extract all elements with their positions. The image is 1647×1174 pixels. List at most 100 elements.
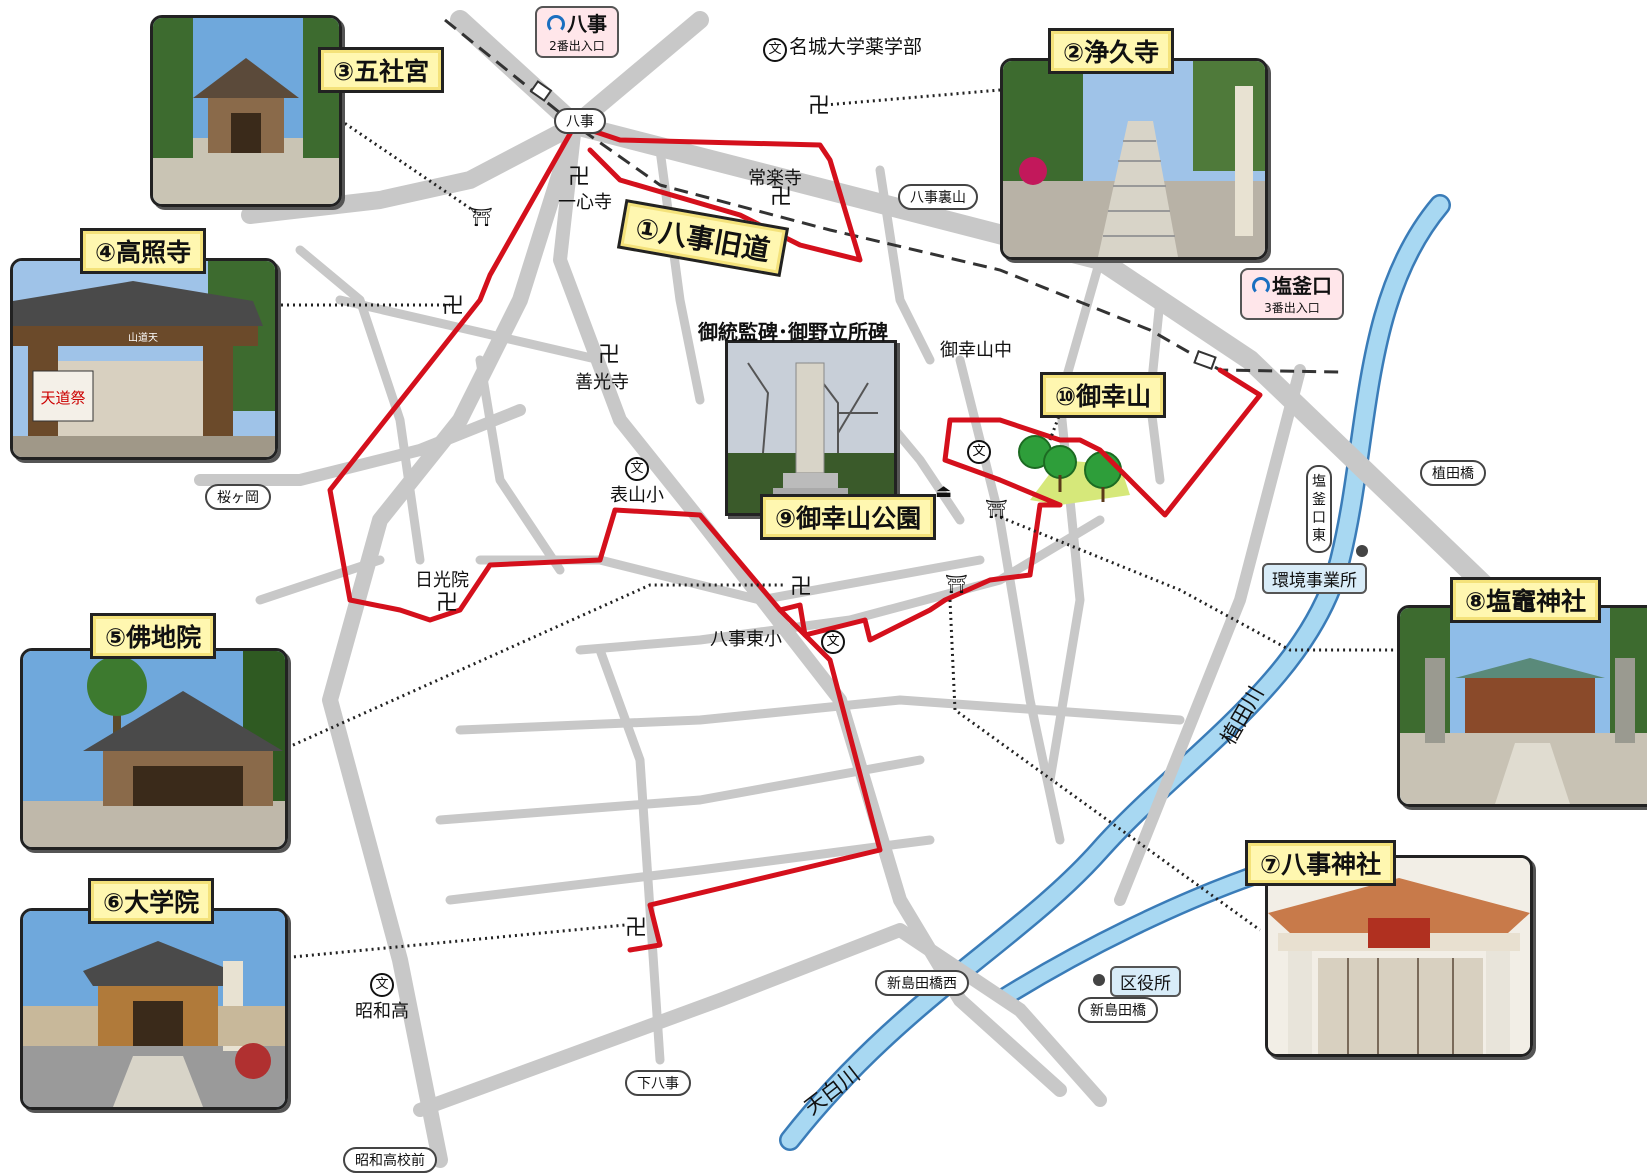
- jokuji-stairs-image: [1003, 61, 1265, 257]
- school-showa: 文 昭和高: [355, 972, 409, 1023]
- subway-line: [444, 18, 1341, 374]
- tempaku-branch: [996, 862, 1273, 1007]
- photo-yagoto-jinja: [1265, 855, 1533, 1057]
- photo-daigakuin: [20, 908, 288, 1110]
- spot-tag-koshoji: ④高照寺: [80, 228, 207, 274]
- spot-tag-yagoto-jinja: ⑦八事神社: [1245, 840, 1397, 886]
- temple-nikkoin-label: 日光院: [415, 570, 469, 591]
- temple-isshinji-icon: 卍: [568, 165, 590, 190]
- subway-dashed-line: [444, 18, 1341, 374]
- walking-route: [327, 122, 1263, 643]
- temple-butchiin-icon: 卍: [790, 575, 812, 600]
- street-f: [435, 755, 925, 825]
- road-sakuragaoka: [194, 404, 526, 486]
- yagoto-shrine-image: [1268, 858, 1530, 1054]
- roads: [194, 10, 1510, 1168]
- spot-tag-butchiin: ⑤佛地院: [90, 613, 217, 659]
- monument-icon: ⏏: [935, 481, 952, 502]
- school-meijo-pharmacy: 文名城大学薬学部: [763, 32, 922, 62]
- spot-tag-daigakuin: ⑥大学院: [88, 878, 215, 924]
- road-south-arterial: [413, 923, 1107, 1117]
- school-showa-name: 昭和高: [355, 1001, 409, 1022]
- kankyo-location-dot: [1356, 545, 1368, 557]
- intersection-yagoto-urayama: 八事裏山: [898, 184, 978, 210]
- intersection-shinshimadabashi-nishi: 新島田橋西: [875, 970, 969, 996]
- leader-daigakuin: [281, 923, 626, 960]
- street-a: [335, 295, 605, 365]
- shiogamaguchi-station-mark: [1193, 350, 1217, 370]
- photo-jokuji: [1000, 58, 1268, 260]
- facility-kankyo: 環境事業所: [1262, 563, 1367, 594]
- photo-butchiin: [20, 648, 288, 850]
- butchiin-temple-image: [23, 651, 285, 847]
- street-p: [255, 555, 385, 605]
- temple-koshoji-icon: 卍: [442, 294, 464, 319]
- kuyakusho-location-dot: [1093, 974, 1105, 986]
- monument-label: 御統監碑･御野立所碑: [698, 320, 888, 344]
- street-b: [295, 245, 425, 565]
- school-miyukiyama-chu: 御幸山中: [940, 336, 1012, 362]
- walking-route-south: [627, 607, 883, 953]
- school-yagoto-higashi-icon: 文: [821, 630, 845, 654]
- shiogama-shrine-image: [1400, 608, 1647, 804]
- walking-route-north: [572, 122, 863, 263]
- spot-tag-jokuji: ②浄久寺: [1048, 28, 1175, 74]
- gate-plaque-text: 山道天: [128, 331, 158, 344]
- tenchisai-sign-text: 天道祭: [40, 389, 85, 407]
- leader-jokuji: [824, 88, 1001, 107]
- tree: [1084, 451, 1122, 489]
- tree: [1043, 445, 1077, 479]
- photo-koshoji: 天道祭 山道天: [10, 258, 278, 460]
- street-c: [475, 555, 985, 605]
- yagoto-station-exit: 2番出入口: [549, 39, 605, 53]
- road-main-northwest: [241, 11, 709, 224]
- temple-jorakuji-icon: 卍: [770, 185, 792, 210]
- shiogamaguchi-station-label[interactable]: 塩釜口 3番出入口: [1240, 268, 1344, 320]
- shiogamaguchi-station-exit: 3番出入口: [1264, 301, 1320, 315]
- subway-icon: [1252, 277, 1270, 295]
- leader-shiogama-jinja: [994, 513, 1400, 652]
- intersection-shiogamaguchi-higashi: 塩釜口東: [1306, 465, 1332, 553]
- spot-tag-miyukiyama: ⑩御幸山: [1040, 372, 1167, 418]
- map-symbols: 卍 卍 卍 卍 卍 卍 卍 卍 ⛩ ⛩ ⛩ ⏏: [436, 94, 1008, 941]
- yagoto-station-name: 八事: [567, 12, 607, 36]
- street-h: [595, 645, 665, 1065]
- school-miyukiyama-chu-name: 御幸山中: [940, 340, 1012, 361]
- leader-yagoto-jinja: [948, 599, 1261, 932]
- school-yagoto-higashi-name: 八事東小: [710, 629, 782, 650]
- temple-jorakuji-label: 常楽寺: [748, 168, 802, 189]
- street-i: [475, 355, 565, 575]
- shrine-shiogama-icon: ⛩: [985, 499, 1008, 520]
- spot-tag-goshagu: ③五社宮: [318, 47, 445, 93]
- school-icon: 文: [763, 38, 787, 62]
- intersection-shimo-yagoto: 下八事: [625, 1070, 691, 1096]
- photo-shiogama-jinja: [1397, 605, 1647, 807]
- yagoto-station-mark: [529, 80, 553, 102]
- school-icon: 文: [625, 457, 649, 481]
- intersection-shinshimadabashi: 新島田橋: [1078, 997, 1158, 1023]
- school-meijo-pharmacy-name: 名城大学薬学部: [789, 36, 923, 58]
- koshoji-gate-image: 天道祭 山道天: [13, 261, 275, 457]
- spot-tag-shiogama-jinja: ⑧塩竈神社: [1450, 577, 1602, 623]
- road-shiogama-south: [1114, 364, 1306, 906]
- temple-zenkoji-label: 善光寺: [575, 372, 629, 393]
- goshagu-shrine-image: [153, 18, 339, 204]
- intersection-uedabashi: 植田橋: [1420, 460, 1486, 486]
- street-m: [955, 355, 1065, 845]
- street-j: [655, 145, 705, 405]
- intersection-sakuragaoka: 桜ヶ岡: [205, 484, 271, 510]
- school-omoteyama: 文 表山小: [610, 456, 664, 507]
- temple-nikkoin-icon: 卍: [436, 591, 458, 616]
- daigakuin-gate-image: [23, 911, 285, 1107]
- yagoto-station-label[interactable]: 八事 2番出入口: [535, 6, 619, 58]
- leader-goshagu: [339, 118, 481, 217]
- photo-goshagu: [150, 15, 342, 207]
- school-omoteyama-name: 表山小: [610, 485, 664, 506]
- photo-miyukiyama-monument: [725, 340, 897, 516]
- shrine-yagoto-icon: ⛩: [945, 574, 968, 595]
- road-west-arterial: [322, 117, 583, 1168]
- street-g: [445, 835, 935, 905]
- monument-image: [728, 343, 894, 513]
- temple-zenkoji-icon: 卍: [598, 343, 620, 368]
